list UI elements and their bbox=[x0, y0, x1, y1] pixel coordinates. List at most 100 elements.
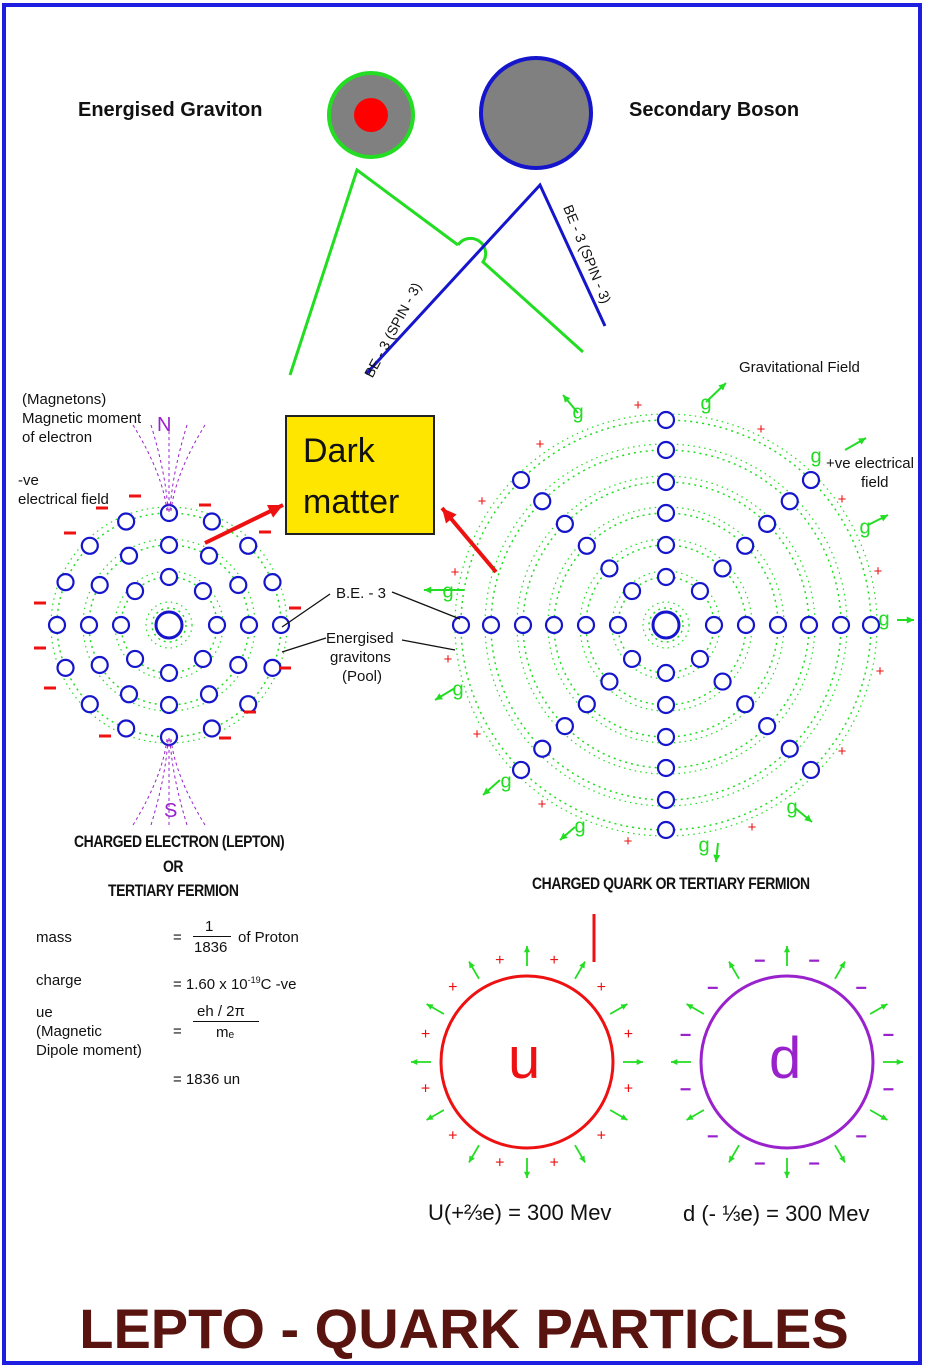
quark-g-arrow-8-head bbox=[560, 832, 568, 840]
magnetic-line-n-0 bbox=[132, 424, 168, 514]
dark-matter-box: Dark matter bbox=[285, 415, 435, 535]
up-quark-plus-315: + bbox=[448, 979, 457, 996]
up-quark-arrow-270-head bbox=[411, 1058, 418, 1066]
quark-boson-4-45 bbox=[780, 739, 799, 758]
down-quark-minus-225 bbox=[707, 1135, 718, 1138]
quark-boson-3-45 bbox=[758, 717, 777, 736]
electron-negative-8 bbox=[44, 686, 56, 690]
quark-to-dark-matter-arrow-head bbox=[442, 508, 457, 524]
electron-to-dark-matter-arrow-head bbox=[267, 505, 283, 518]
quark-boson-5-0 bbox=[861, 615, 881, 635]
quark-ring-0 bbox=[648, 607, 684, 643]
down-quark-minus-45 bbox=[856, 986, 867, 989]
quark-boson-1-90 bbox=[656, 695, 676, 715]
quark-boson-3-315 bbox=[758, 514, 777, 533]
magnetic-line-n-1 bbox=[150, 424, 169, 514]
be3-pointer-right bbox=[391, 591, 461, 620]
electron-ring-0 bbox=[151, 607, 187, 643]
graviton-spin-line-b bbox=[456, 236, 585, 354]
magnetons-label: (Magnetons) bbox=[22, 391, 107, 408]
up-quark-plus-255: + bbox=[421, 1080, 430, 1097]
ue-fraction-bar bbox=[193, 1021, 259, 1022]
quark-g-arrow-10-head bbox=[804, 814, 812, 822]
quark-boson-1-45 bbox=[713, 672, 732, 691]
be3-pointer-left bbox=[281, 593, 331, 628]
down-quark-arrow-210-head bbox=[729, 1155, 735, 1163]
quark-g-arrow-1-head bbox=[718, 383, 726, 391]
electron-boson-2-292.5 bbox=[202, 512, 221, 531]
electron-boson-1-180 bbox=[79, 615, 99, 635]
quark-g-label-6: g bbox=[452, 678, 463, 700]
down-quark-minus-105 bbox=[883, 1088, 894, 1091]
mass-label: mass bbox=[36, 929, 72, 946]
down-quark-arrow-240-head bbox=[686, 1114, 694, 1120]
quark-plus-1: + bbox=[757, 421, 766, 438]
electron-boson-1-90 bbox=[159, 695, 179, 715]
down-quark-arrow-60-head bbox=[880, 1004, 888, 1010]
mass-fraction-bar bbox=[193, 936, 231, 937]
quark-g-label-8: g bbox=[574, 815, 585, 837]
quark-plus-2: + bbox=[536, 436, 545, 453]
electron-boson-1-270 bbox=[159, 535, 179, 555]
quark-boson-3-225 bbox=[555, 514, 574, 533]
charge-label: charge bbox=[36, 972, 82, 989]
be3-label: B.E. - 3 bbox=[336, 585, 387, 602]
electron-boson-2-225 bbox=[80, 536, 99, 555]
quark-g-arrow-0-head bbox=[563, 395, 571, 403]
electron-caption-1: CHARGED ELECTRON (LEPTON) bbox=[74, 832, 285, 851]
up-quark-plus-45: + bbox=[597, 979, 606, 996]
quark-ring-outer-0 bbox=[642, 601, 690, 649]
quark-boson-4-180 bbox=[481, 615, 501, 635]
up-quark-plus-135: + bbox=[597, 1127, 606, 1144]
quark-boson-3-270 bbox=[656, 472, 676, 492]
down-quark-circle bbox=[699, 974, 875, 1150]
quark-plus-11: + bbox=[876, 663, 885, 680]
quark-boson-1-315 bbox=[713, 559, 732, 578]
electron-ring-outer-0 bbox=[145, 601, 193, 649]
electron-core bbox=[154, 610, 184, 640]
quark-plus-4: + bbox=[451, 564, 460, 581]
quark-boson-2-180 bbox=[544, 615, 564, 635]
electron-boson-2-247.5 bbox=[117, 512, 136, 531]
up-quark-arrow-180-head bbox=[523, 1171, 531, 1178]
graviton-spin-line-a bbox=[288, 167, 459, 376]
quark-boson-0-180 bbox=[608, 615, 628, 635]
pool-pointer-right bbox=[401, 639, 456, 651]
quark-plus-13: + bbox=[838, 491, 847, 508]
magnetic-line-s-0 bbox=[132, 736, 168, 826]
electron-boson-2-45 bbox=[239, 695, 258, 714]
positive-field-label-1: +ve electrical bbox=[826, 455, 914, 472]
electron-boson-2-270 bbox=[159, 503, 179, 523]
south-pole-label: S bbox=[164, 800, 178, 822]
magnetic-line-n-3 bbox=[169, 424, 188, 514]
quark-boson-5-180 bbox=[451, 615, 471, 635]
down-quark-minus-345 bbox=[754, 959, 765, 962]
quark-boson-1-135 bbox=[600, 672, 619, 691]
down-quark-arrow-300-head bbox=[686, 1004, 694, 1010]
quark-plus-7: + bbox=[538, 796, 547, 813]
quark-boson-0-225 bbox=[622, 581, 642, 601]
up-quark-arrow-150-head bbox=[579, 1155, 585, 1163]
electron-boson-2-90 bbox=[159, 727, 179, 747]
electron-negative-0 bbox=[129, 494, 141, 498]
electron-boson-2-180 bbox=[47, 615, 67, 635]
electron-boson-0-45 bbox=[193, 649, 213, 669]
up-quark-arrow-60-head bbox=[620, 1004, 628, 1010]
electron-to-dark-matter-arrow-shaft bbox=[204, 503, 284, 545]
down-quark-arrow-150-head bbox=[839, 1155, 845, 1163]
electron-boson-0-315 bbox=[193, 581, 213, 601]
quark-boson-4-90 bbox=[656, 790, 676, 810]
quark-g-arrow-5-head bbox=[424, 586, 432, 594]
electron-boson-2-315 bbox=[239, 536, 258, 555]
dark-matter-line1: Dark bbox=[303, 432, 375, 470]
electron-negative-3 bbox=[289, 606, 301, 610]
quark-plus-10: + bbox=[838, 743, 847, 760]
electron-boson-1-210 bbox=[90, 575, 109, 595]
quark-plus-8: + bbox=[624, 833, 633, 850]
quark-boson-2-315 bbox=[736, 536, 755, 555]
quark-g-label-9: g bbox=[698, 834, 709, 856]
quark-boson-5-225 bbox=[511, 470, 531, 490]
quark-g-arrow-3-head bbox=[880, 515, 888, 522]
quark-boson-5-45 bbox=[801, 760, 821, 780]
